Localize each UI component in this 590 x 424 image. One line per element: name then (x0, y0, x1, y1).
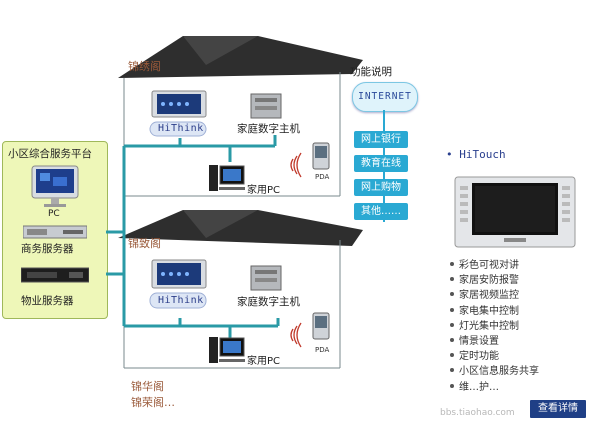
house2-name: 锦致阁 (128, 237, 161, 250)
house1-hithink-panel (149, 90, 207, 137)
house2-roof (118, 210, 363, 246)
platform-title: 小区综合服务平台 (8, 148, 92, 160)
house1-home-pc-icon (209, 165, 245, 191)
commerce-server-icon (22, 224, 88, 239)
connection-lines (106, 135, 280, 340)
view-details-label[interactable]: 查看详情 (538, 403, 578, 414)
house2-host-label: 家庭数字主机 (237, 296, 300, 308)
platform-pc-label: PC (48, 209, 60, 219)
house2-home-pc-icon (209, 337, 245, 363)
feature-item: 家居视频监控 (448, 288, 588, 303)
internet-badge: INTERNET (352, 82, 418, 112)
property-server-label: 物业服务器 (21, 295, 74, 307)
platform-pc-icon (30, 165, 80, 209)
function-online-education: 教育在线 (354, 155, 408, 172)
house2-pda-label: PDA (315, 346, 330, 354)
house1-wireless-icon (290, 152, 302, 178)
feature-item: 情景设置 (448, 334, 588, 349)
feature-item: 定时功能 (448, 349, 588, 364)
service-platform-panel: 小区综合服务平台 PC 商务服务器 物业服务器 (2, 141, 108, 319)
feature-item: 灯光集中控制 (448, 319, 588, 334)
house2-hithink-panel (149, 259, 207, 309)
hitouch-title: • HiTouch (446, 148, 506, 161)
internet-label: INTERNET (358, 91, 412, 102)
house1-pc-label: 家用PC (247, 185, 281, 196)
function-others: 其他…… (354, 203, 408, 220)
feature-item: 维…护… (448, 380, 588, 395)
function-online-shopping: 网上购物 (354, 179, 408, 196)
house1-pda-label: PDA (315, 173, 330, 181)
functions-title: 功能说明 (350, 66, 392, 78)
house1-name: 锦绣阁 (128, 60, 161, 73)
house1-pda-icon (312, 142, 330, 170)
house2-host-server-icon (250, 265, 282, 291)
feature-item: 彩色可视对讲 (448, 258, 588, 273)
hitouch-device-image (454, 176, 576, 248)
house1-roof (118, 36, 363, 78)
commerce-server-label: 商务服务器 (21, 243, 74, 255)
hitouch-feature-list: 彩色可视对讲 家居安防报警 家居视频监控 家电集中控制 灯光集中控制 情景设置 … (448, 258, 588, 395)
watermark: bbs.tiaohao.com (440, 408, 515, 418)
house2-pc-label: 家用PC (247, 356, 281, 367)
function-online-banking: 网上银行 (354, 131, 408, 148)
house1-host-label: 家庭数字主机 (237, 123, 300, 135)
house2-panel-label: HiThink (158, 295, 204, 306)
view-details-button[interactable]: 查看详情 (530, 400, 586, 418)
building-more-1: 锦华阁 (131, 380, 164, 393)
feature-item: 小区信息服务共享 (448, 364, 588, 379)
house2-wireless-icon (290, 322, 302, 348)
feature-item: 家居安防报警 (448, 273, 588, 288)
network-diagram (106, 36, 363, 369)
house1-panel-label: HiThink (158, 123, 204, 134)
building-more-2: 锦荣阁… (131, 396, 175, 409)
house2-pda-icon (312, 312, 330, 340)
house1-host-server-icon (250, 93, 282, 119)
feature-item: 家电集中控制 (448, 304, 588, 319)
